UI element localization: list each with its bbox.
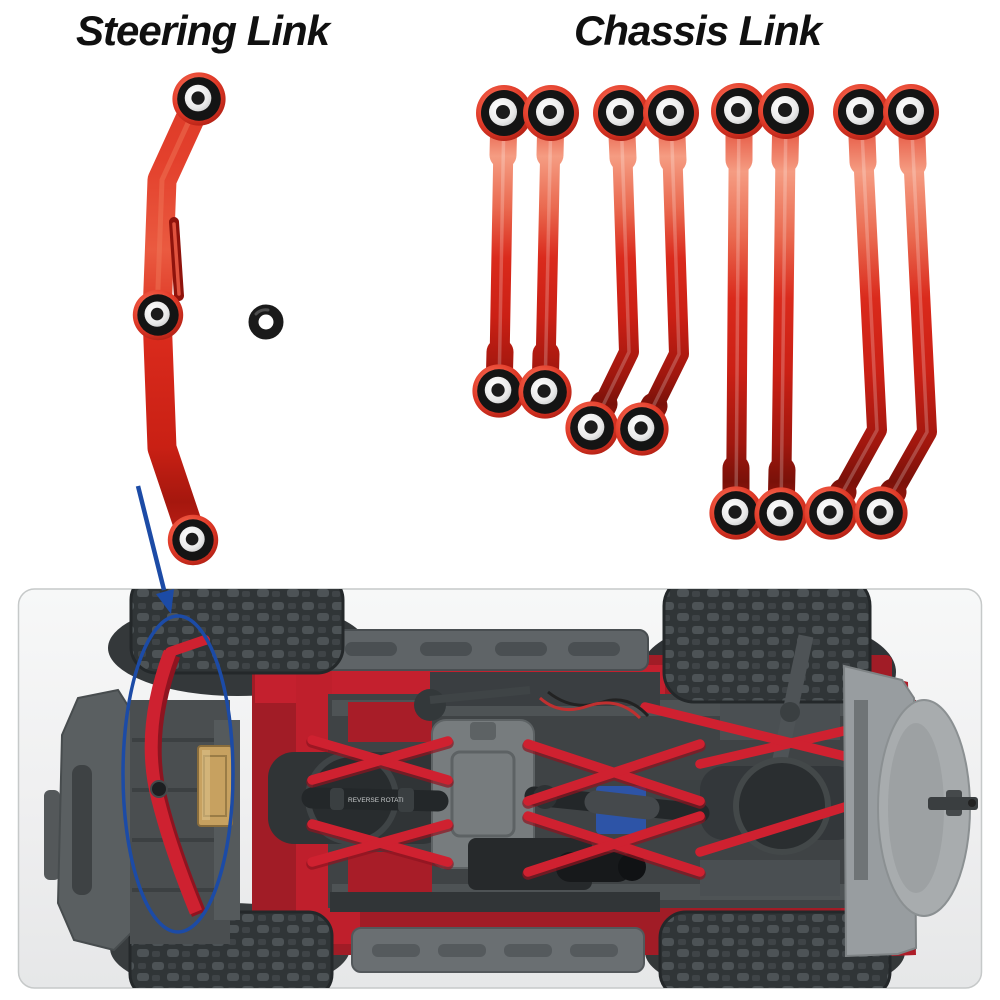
chassis-link-2 [518, 85, 579, 419]
wiring [538, 690, 650, 720]
chassis-link-5 [709, 83, 767, 540]
steering-title: Steering Link [76, 7, 330, 54]
driveshaft-front: REVERSE ROTATI [301, 787, 449, 812]
rock-slider-bottom [351, 927, 645, 973]
chassis-title: Chassis Link [574, 7, 822, 54]
chassis-links-group [472, 83, 939, 541]
chassis-link-4 [615, 85, 699, 456]
annotation-ellipse [121, 614, 235, 934]
chassis-photo: REVERSE ROTATI [17, 588, 983, 989]
annotation-arrow [135, 485, 174, 614]
steering-link-part [132, 72, 226, 566]
red-links [306, 702, 857, 880]
o-ring-part [248, 304, 284, 340]
chassis-link-8 [854, 84, 939, 540]
chassis-link-6 [754, 83, 814, 541]
chassis-link-7 [804, 84, 889, 540]
installed-steering-link [144, 635, 210, 917]
rear-axle [660, 634, 885, 855]
rock-slider-top [317, 629, 649, 671]
rear-panel [842, 664, 978, 958]
chassis-link-3 [565, 85, 649, 455]
chassis-link-1 [472, 85, 532, 418]
brass-mount [197, 745, 233, 827]
tire-rear-top [662, 589, 872, 704]
driveshaft-marking: REVERSE ROTATI [348, 797, 404, 804]
